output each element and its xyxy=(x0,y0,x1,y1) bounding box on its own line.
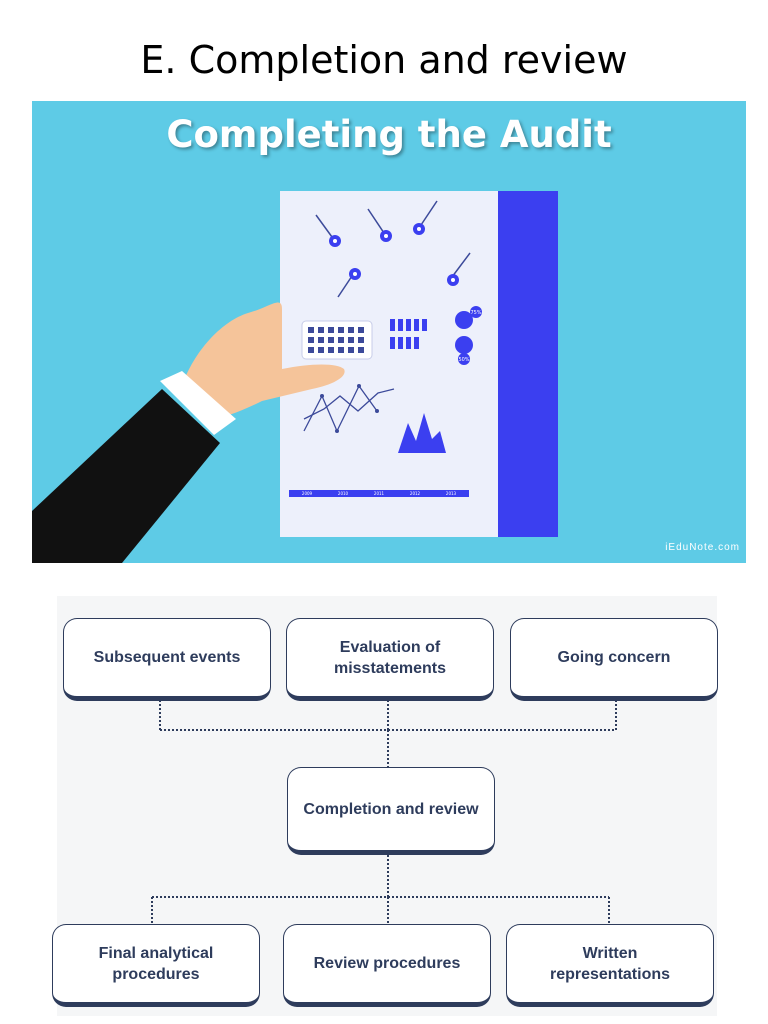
node-label-line2: procedures xyxy=(112,965,200,983)
node-label: Subsequent events xyxy=(93,649,241,666)
node-completion-and-review: Completion and review xyxy=(287,767,495,855)
shirt-cuff xyxy=(160,371,236,435)
node-label: Completion and review xyxy=(303,800,479,818)
svg-text:2013: 2013 xyxy=(446,491,457,496)
timeline-bar xyxy=(289,490,469,497)
hand-holding-report xyxy=(182,302,345,421)
area-chart-shape xyxy=(398,413,446,453)
suit-sleeve xyxy=(32,389,220,563)
svg-text:2009: 2009 xyxy=(302,491,313,496)
slide-title: E. Completion and review xyxy=(140,38,628,82)
node-label: Going concern xyxy=(557,649,671,666)
completing-audit-illustration: 75% 50% 2009 2010 2011 2012 2013 xyxy=(32,101,746,563)
node-label-line2: misstatements xyxy=(333,659,447,677)
node-evaluation-of-misstatements: Evaluation of misstatements xyxy=(286,618,494,701)
map-pins xyxy=(315,200,471,298)
node-label: Review procedures xyxy=(313,955,461,972)
node-label-line1: Evaluation of xyxy=(339,638,441,656)
audit-illustration-graphic: 75% 50% 2009 2010 2011 2012 2013 xyxy=(32,191,558,563)
svg-text:2011: 2011 xyxy=(374,491,385,496)
node-subsequent-events: Subsequent events xyxy=(63,618,271,701)
node-going-concern: Going concern xyxy=(510,618,718,701)
svg-text:75%: 75% xyxy=(470,310,481,316)
node-written-representations: Written representations xyxy=(506,924,714,1007)
people-icons xyxy=(390,319,427,349)
icon-grid xyxy=(308,327,364,353)
report-binder-strip xyxy=(498,191,558,537)
node-review-procedures: Review procedures xyxy=(283,924,491,1007)
banner-heading: Completing the Audit xyxy=(166,113,612,156)
node-final-analytical-procedures: Final analytical procedures xyxy=(52,924,260,1007)
percent-badges: 75% 50% xyxy=(455,306,482,365)
svg-text:2012: 2012 xyxy=(410,491,421,496)
svg-text:50%: 50% xyxy=(458,357,469,363)
site-watermark: iEduNote.com xyxy=(665,542,740,553)
node-label-line2: representations xyxy=(549,965,671,983)
svg-text:2010: 2010 xyxy=(338,491,349,496)
node-label-line1: Final analytical xyxy=(98,944,214,962)
node-label-line1: Written xyxy=(582,944,638,962)
